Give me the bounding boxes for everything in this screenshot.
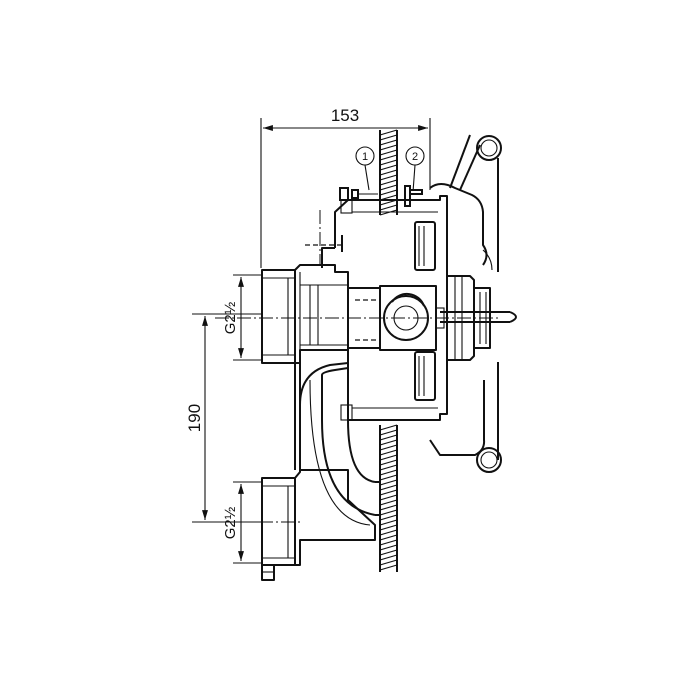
thread-top-label: G2½ xyxy=(222,301,239,334)
wall-hatch-line xyxy=(379,149,398,156)
wall-hatch-line xyxy=(379,424,398,431)
cover-plate xyxy=(429,134,502,473)
wall-hatch-line xyxy=(379,184,398,191)
outlet-elbow-bottom xyxy=(261,362,380,581)
wall-hatch-line xyxy=(379,134,398,141)
wall-section xyxy=(379,129,398,572)
wall-hatch-line xyxy=(379,154,398,161)
wall-hatch-line xyxy=(379,524,398,531)
wall-hatch-line xyxy=(379,529,398,536)
wall-hatch-line xyxy=(379,484,398,491)
dimension-height: 190 xyxy=(185,313,262,523)
wall-hatch-line xyxy=(379,444,398,451)
wall-hatch-line xyxy=(379,459,398,466)
wall-hatch-line xyxy=(379,554,398,561)
wall-hatch-line xyxy=(379,499,398,506)
wall-hatch-line xyxy=(379,164,398,171)
wall-hatch-line xyxy=(379,129,398,136)
wall-hatch-line xyxy=(379,454,398,461)
thread-bottom-label: G2½ xyxy=(222,506,239,539)
wall-adapter xyxy=(440,275,517,361)
wall-hatch-line xyxy=(379,439,398,446)
wall-hatch-line xyxy=(379,159,398,166)
wall-hatch-line xyxy=(379,504,398,511)
callout-1-label: 1 xyxy=(362,151,368,163)
dimension-width-label: 153 xyxy=(331,106,359,125)
wall-hatch-line xyxy=(379,509,398,516)
wall-hatch-line xyxy=(379,519,398,526)
wall-hatch-line xyxy=(379,189,398,196)
wall-hatch-line xyxy=(379,174,398,181)
wall-hatch-line xyxy=(379,494,398,501)
wall-hatch-line xyxy=(379,144,398,151)
wall-hatch-line xyxy=(379,204,398,211)
callout-2-label: 2 xyxy=(412,151,418,163)
dimension-width: 153 xyxy=(260,106,431,268)
wall-hatch-line xyxy=(379,169,398,176)
wall-hatch-line xyxy=(379,179,398,186)
wall-hatch-line xyxy=(379,139,398,146)
wall-hatch-line xyxy=(379,544,398,551)
callout-2: 2 xyxy=(405,146,425,193)
wall-hatch-line xyxy=(379,489,398,496)
wall-hatch-line xyxy=(379,514,398,521)
dimension-height-label: 190 xyxy=(185,404,204,432)
wall-hatch-line xyxy=(379,559,398,566)
center-lines xyxy=(215,210,500,523)
wall-hatch-line xyxy=(379,549,398,556)
main-housing xyxy=(305,195,448,421)
wall-hatch-line xyxy=(379,429,398,436)
wall-hatch-line xyxy=(379,434,398,441)
wall-hatch-line xyxy=(379,449,398,456)
wall-hatch-line xyxy=(379,464,398,471)
wall-hatch-line xyxy=(379,534,398,541)
wall-hatch-line xyxy=(379,479,398,486)
wall-hatch-line xyxy=(379,474,398,481)
wall-hatch-line xyxy=(379,564,398,571)
callout-1: 1 xyxy=(355,146,375,191)
wall-hatch-line xyxy=(379,539,398,546)
wall-hatch-line xyxy=(379,469,398,476)
inlet-fitting-top xyxy=(261,264,349,364)
